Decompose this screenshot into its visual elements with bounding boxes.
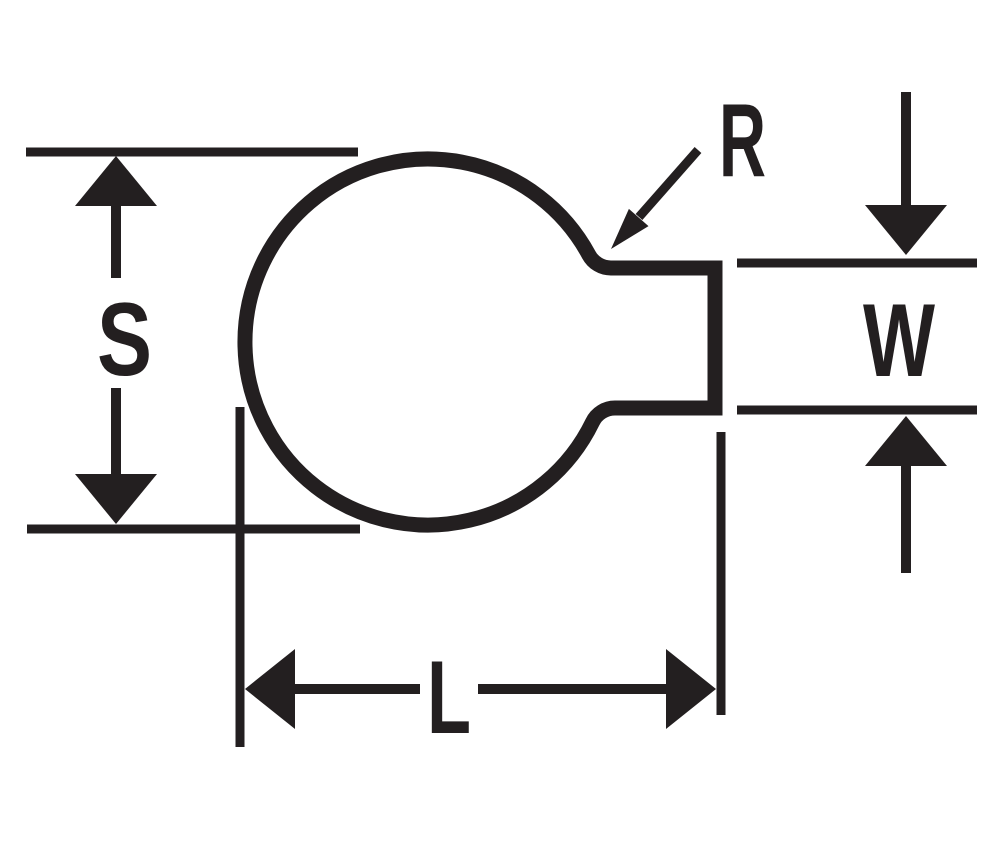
w-arrow-down-icon: [865, 205, 947, 255]
r-leader-line: [635, 147, 702, 220]
r-dimension-label: R: [719, 83, 766, 199]
keyhole-outline: [237, 151, 723, 533]
w-dimension-label: W: [863, 283, 936, 399]
l-arrow-right-icon: [666, 649, 716, 729]
s-arrow-up-icon: [75, 156, 157, 206]
s-dimension-label: S: [97, 282, 152, 398]
s-arrow-down-icon: [75, 474, 157, 524]
w-arrow-up-icon: [865, 416, 947, 466]
l-dimension-label: L: [427, 640, 471, 756]
r-leader-arrowhead-icon: [611, 208, 649, 249]
l-arrow-left-icon: [245, 649, 295, 729]
